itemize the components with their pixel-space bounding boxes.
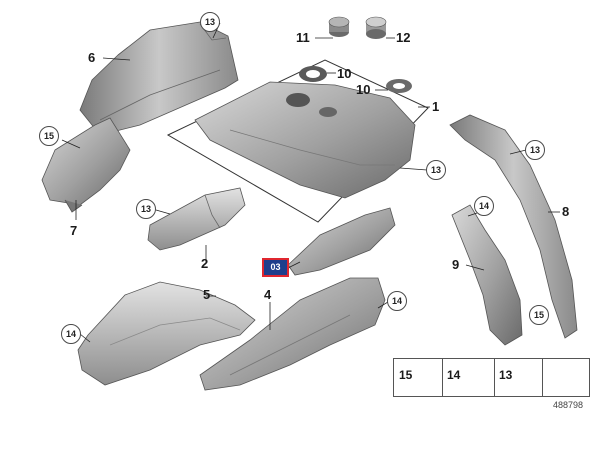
label-part-10-upper: 10 bbox=[337, 66, 352, 81]
part-9-heat-shield bbox=[451, 204, 523, 346]
callout-14-left: 14 bbox=[61, 324, 81, 344]
label-part-11: 11 bbox=[296, 30, 310, 45]
part-4-heat-shield bbox=[199, 277, 386, 391]
part-10-seal-ring-upper bbox=[299, 66, 327, 82]
label-part-3-highlighted[interactable]: 03 bbox=[262, 258, 289, 277]
callout-13-right: 13 bbox=[525, 140, 545, 160]
legend-number-13: 13 bbox=[499, 368, 513, 382]
callout-15-left: 15 bbox=[39, 126, 59, 146]
part-2-heat-shield bbox=[147, 187, 246, 251]
callout-13-top: 13 bbox=[200, 12, 220, 32]
label-part-12: 12 bbox=[396, 30, 411, 45]
label-part-8: 8 bbox=[562, 204, 570, 219]
part-1-engine-cover bbox=[166, 59, 429, 223]
label-part-5: 5 bbox=[203, 287, 211, 302]
part-8-heat-shield bbox=[449, 114, 578, 339]
legend-cell-15: 15 bbox=[394, 359, 443, 396]
callout-14-lower-center: 14 bbox=[387, 291, 407, 311]
document-number: 488798 bbox=[553, 400, 584, 410]
part-5-heat-shield bbox=[77, 281, 256, 386]
part-7-heat-shield bbox=[41, 117, 131, 213]
label-part-1: 1 bbox=[432, 99, 440, 114]
legend-cell-14: 14 bbox=[442, 359, 495, 396]
callout-13-center: 13 bbox=[426, 160, 446, 180]
callout-14-right: 14 bbox=[474, 196, 494, 216]
part-11-grommet bbox=[328, 16, 350, 37]
legend-number-14: 14 bbox=[447, 368, 461, 382]
label-part-4: 4 bbox=[264, 287, 272, 302]
label-part-2: 2 bbox=[201, 256, 209, 271]
fastener-legend: 15 14 13 bbox=[393, 358, 590, 397]
legend-cell-13: 13 bbox=[494, 359, 543, 396]
part-10-seal-ring-lower bbox=[386, 79, 412, 93]
part-3-heat-shield bbox=[287, 207, 396, 276]
part-12-grommet bbox=[365, 16, 387, 39]
label-part-9: 9 bbox=[452, 257, 460, 272]
callout-15-bottom: 15 bbox=[529, 305, 549, 325]
label-part-7: 7 bbox=[70, 223, 78, 238]
label-part-6: 6 bbox=[88, 50, 96, 65]
label-part-10-lower: 10 bbox=[356, 82, 371, 97]
legend-number-15: 15 bbox=[399, 368, 413, 382]
callout-13-mid: 13 bbox=[136, 199, 156, 219]
